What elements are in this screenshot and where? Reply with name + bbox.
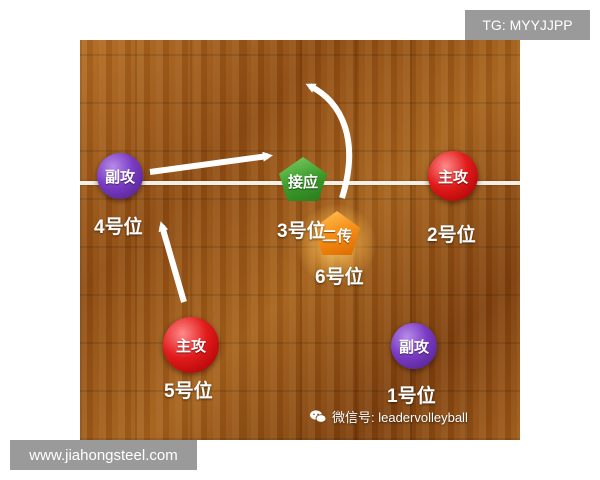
position-label-1: 1号位 xyxy=(387,386,436,407)
player-opposite-front: 副攻 xyxy=(97,153,143,199)
position-label-3: 3号位 xyxy=(277,221,326,242)
player-opposite-back: 副攻 xyxy=(391,323,437,369)
arrows-layer xyxy=(149,83,353,303)
watermark-text: 微信号: leadervolleyball xyxy=(332,410,468,425)
player-outside-back: 主攻 xyxy=(163,317,219,373)
arrow-setter-curve xyxy=(305,83,353,199)
wechat-watermark: 微信号: leadervolleyball xyxy=(310,407,468,426)
position-label-4: 4号位 xyxy=(94,217,143,238)
volleyball-court: 副攻 接应 主攻 二传 主攻 副攻 4号位 3号位 2号位 6号位 5号位 1号… xyxy=(80,40,520,440)
wechat-icon xyxy=(310,410,326,423)
player-outside-front: 主攻 xyxy=(428,151,478,201)
arrow-5-to-4 xyxy=(158,221,187,303)
position-label-2: 2号位 xyxy=(427,225,476,246)
top-right-tag: TG: MYYJJPP xyxy=(465,10,590,40)
arrow-4-to-3 xyxy=(149,151,273,175)
position-label-6: 6号位 xyxy=(315,267,364,288)
bottom-left-site-tag: www.jiahongsteel.com xyxy=(10,440,197,470)
position-label-5: 5号位 xyxy=(164,381,213,402)
